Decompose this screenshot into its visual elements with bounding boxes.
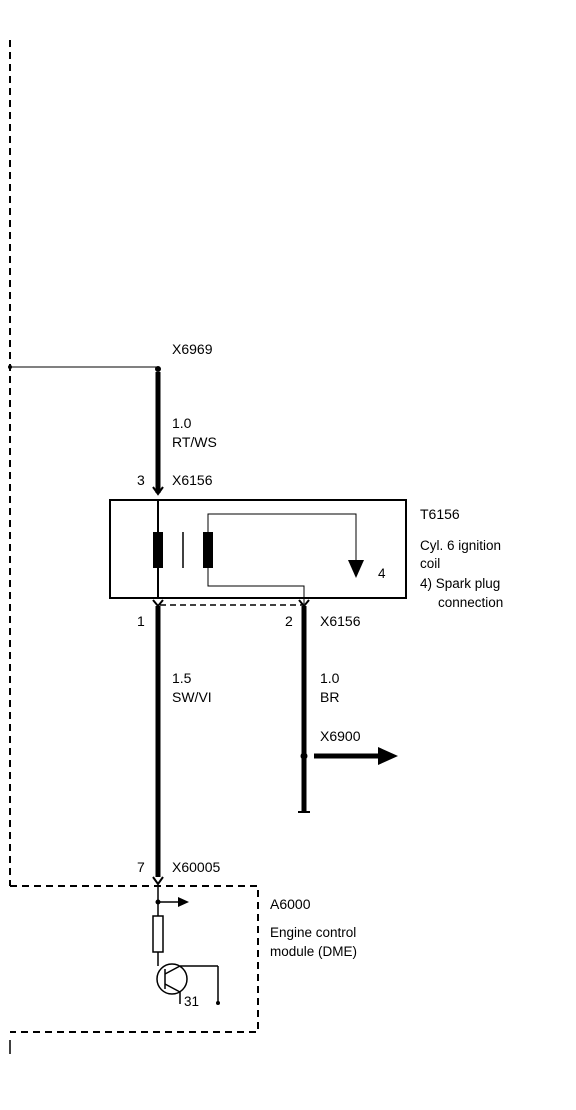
ecm-transistor-icon (156, 963, 188, 995)
label-pin1: 1 (137, 613, 145, 629)
label-ground-31: 31 (184, 994, 199, 1009)
spark-plug-arrow-icon (348, 560, 364, 578)
coil-secondary-wire-to-pin2 (207, 568, 305, 604)
connector-pin7-symbol (152, 876, 164, 886)
label-x6900: X6900 (320, 728, 361, 744)
label-coil-note-2: connection (438, 595, 503, 610)
ecm-resistor (152, 915, 164, 953)
ignition-coil-box (109, 499, 407, 599)
label-x6156-top: X6156 (172, 472, 213, 488)
label-coil-desc-1: Cyl. 6 ignition (420, 538, 501, 553)
label-coil-desc-2: coil (420, 556, 440, 571)
coil-secondary-winding (203, 532, 213, 568)
coil-secondary-wire-to-spark (207, 513, 357, 560)
label-coil-id: T6156 (420, 506, 460, 522)
label-ecm-id: A6000 (270, 896, 311, 912)
arrow-right-icon (378, 747, 398, 765)
label-wire-left-color: SW/VI (172, 689, 212, 705)
junction-dot-x6969 (8, 365, 12, 369)
label-ecm-desc-1: Engine control (270, 925, 356, 940)
coil-primary-winding (153, 532, 163, 568)
label-x6969: X6969 (172, 341, 213, 357)
label-ecm-desc-2: module (DME) (270, 944, 357, 959)
label-wire-right-color: BR (320, 689, 339, 705)
label-coil-note-1: 4) Spark plug (420, 576, 500, 591)
connector-dot-x6969 (155, 366, 161, 372)
ecm-transistor-emitter (164, 983, 181, 993)
ecm-ground-dot (216, 1001, 220, 1005)
ecm-sense-arrow-icon (178, 897, 189, 907)
label-pin4: 4 (378, 566, 386, 581)
label-wire-left-size: 1.5 (172, 670, 192, 686)
label-wire-top-color: RT/WS (172, 434, 217, 450)
label-wire-right-size: 1.0 (320, 670, 340, 686)
label-wire-top-size: 1.0 (172, 415, 192, 431)
junction-dot-x6900 (300, 752, 308, 760)
label-pin7: 7 (137, 859, 145, 875)
ecm-transistor-collector (164, 965, 181, 975)
label-x6156-bottom: X6156 (320, 613, 361, 629)
ecm-dashed-box-top (10, 885, 259, 1033)
connector-pin3-symbol (152, 486, 164, 496)
label-x60005: X60005 (172, 859, 220, 875)
label-pin2: 2 (285, 613, 293, 629)
label-pin3: 3 (137, 472, 145, 488)
